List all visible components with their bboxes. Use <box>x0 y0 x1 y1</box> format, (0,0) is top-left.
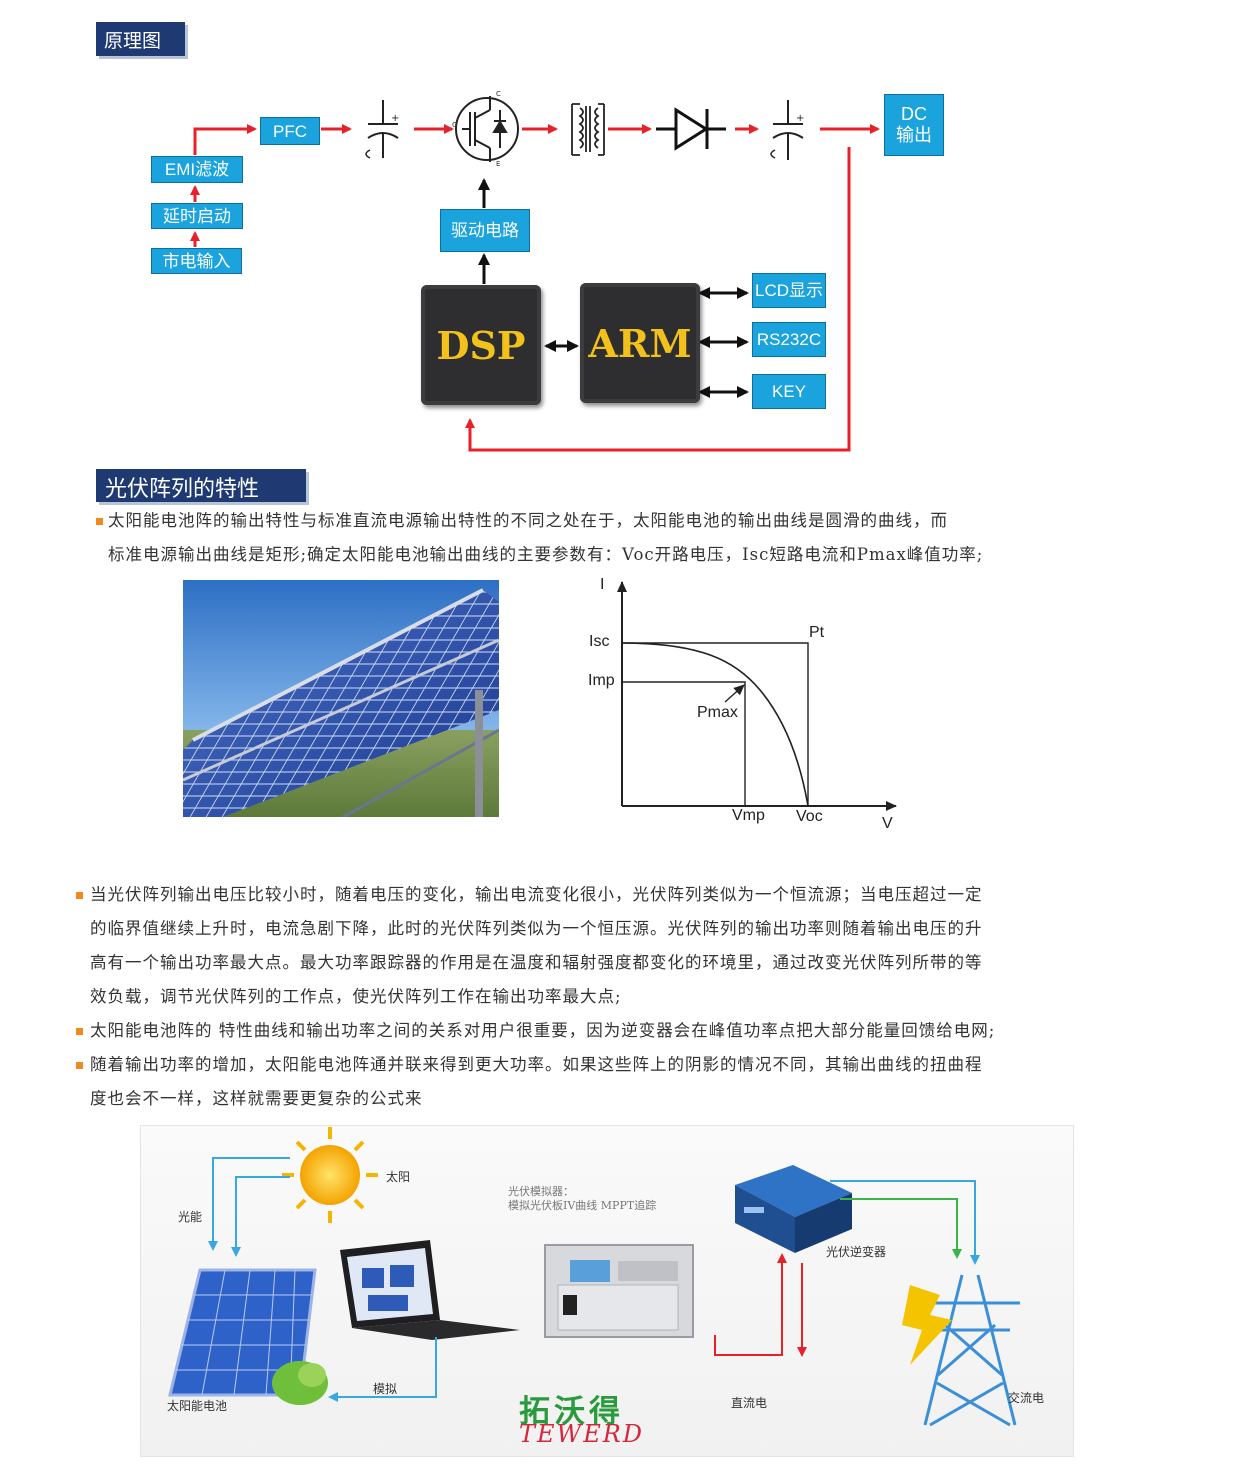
bullet-p2 <box>76 1028 83 1035</box>
arrow-emi-to-pfc <box>193 124 257 155</box>
ac-arrow-green <box>840 1198 962 1259</box>
lcd-display-label: LCD显示 <box>754 281 823 300</box>
iv-label-i: I <box>600 576 605 593</box>
label-inverter: 光伏逆变器 <box>826 1245 887 1259</box>
sun-icon <box>282 1127 378 1223</box>
body-p1-line-4: 效负载，调节光伏阵列的工作点，使光伏阵列工作在输出功率最大点; <box>90 987 622 1006</box>
driver-circuit-box: 驱动电路 <box>440 209 530 252</box>
iv-label-imp: Imp <box>588 672 615 689</box>
dc-output-label-2: 输出 <box>896 125 932 145</box>
section-title-principle: 原理图 <box>96 22 185 56</box>
simulate-arrow <box>328 1337 437 1402</box>
inverter-icon <box>735 1165 852 1253</box>
emi-filter-box: EMI滤波 <box>151 156 243 183</box>
igbt-icon <box>455 96 519 162</box>
bullet-p1 <box>76 892 83 899</box>
label-ac: 交流电 <box>1008 1391 1045 1405</box>
label-solar-cell: 太阳能电池 <box>167 1399 228 1413</box>
label-sun: 太阳 <box>386 1170 411 1184</box>
key-box: KEY <box>752 374 826 409</box>
section-title-text: 原理图 <box>104 30 162 52</box>
body-p1-line-1: 当光伏阵列输出电压比较小时，随着电压的变化，输出电流变化很小，光伏阵列类似为一个… <box>90 885 983 904</box>
label-simulator-1: 光伏模拟器： <box>508 1185 574 1198</box>
mains-input-box: 市电输入 <box>151 248 242 274</box>
power-tower-icon <box>920 1274 1020 1427</box>
dsp-label: DSP <box>436 322 526 368</box>
iv-curve <box>621 642 809 807</box>
arrow-feedback <box>465 147 851 452</box>
rs232c-label: RS232C <box>756 330 822 349</box>
igbt-label-c: C <box>496 90 501 98</box>
body-p2-line-1: 太阳能电池阵的 特性曲线和输出功率之间的关系对用户很重要，因为逆变器会在峰值功率… <box>90 1021 996 1040</box>
iv-label-pt: Pt <box>809 624 825 641</box>
driver-circuit-label: 驱动电路 <box>451 221 519 240</box>
lcd-display-box: LCD显示 <box>752 273 826 308</box>
svg-text:+: + <box>796 113 804 124</box>
pt-rectangle <box>622 642 809 806</box>
dsp-chip: DSP <box>421 285 541 405</box>
body-p3-line-2: 度也会不一样，这样就需要更复杂的公式来 <box>90 1089 423 1108</box>
igbt-label-e: E <box>496 160 501 168</box>
iv-label-isc: Isc <box>589 633 610 650</box>
iv-curve-chart <box>617 581 897 811</box>
arm-label: ARM <box>588 320 692 366</box>
pfc-label: PFC <box>273 121 307 141</box>
capacitor-icon-2: + <box>770 100 804 160</box>
solar-panel-photo <box>183 580 499 817</box>
dc-arrow-1 <box>714 1253 787 1356</box>
pmax-pointer <box>724 684 745 703</box>
light-arrow-2 <box>231 1176 290 1257</box>
delay-start-box: 延时启动 <box>151 203 243 229</box>
lightning-icon <box>902 1285 952 1365</box>
svg-text:+: + <box>391 113 399 124</box>
pfc-box: PFC <box>260 117 320 145</box>
solar-cell-icon <box>168 1268 328 1405</box>
section-title-text: 光伏阵列的特性 <box>105 477 260 502</box>
laptop-icon <box>340 1240 520 1340</box>
dc-output-label-1: DC <box>901 104 927 124</box>
rs232c-box: RS232C <box>752 322 826 357</box>
dc-output-box: DC 输出 <box>884 94 944 156</box>
iv-label-voc: Voc <box>796 808 823 825</box>
light-arrow-1 <box>208 1157 290 1251</box>
label-dc: 直流电 <box>731 1396 768 1410</box>
key-label: KEY <box>771 382 807 401</box>
label-simulator-2: 模拟光伏板IV曲线 MPPT追踪 <box>508 1199 657 1212</box>
system-illustration-graphics <box>168 1127 1020 1427</box>
intro-line-1: 太阳能电池阵的输出特性与标准直流电源输出特性的不同之处在于，太阳能电池的输出曲线… <box>108 511 948 530</box>
transformer-icon <box>571 103 605 156</box>
section-title-pv: 光伏阵列的特性 <box>96 469 306 502</box>
iv-label-vmp: Vmp <box>732 807 765 824</box>
iv-label-v: V <box>882 815 893 832</box>
body-p1-line-3: 高有一个输出功率最大点。最大功率跟踪器的作用是在温度和辐射强度都变化的环境里，通… <box>90 953 983 972</box>
arm-chip: ARM <box>580 283 700 403</box>
brand-logo-cn: 拓沃得 <box>519 1394 624 1430</box>
pv-simulator-icon <box>544 1244 694 1338</box>
ac-arrow-blue <box>830 1180 980 1265</box>
intro-line-2: 标准电源输出曲线是矩形;确定太阳能电池输出曲线的主要参数有：Voc开路电压，Is… <box>108 545 984 564</box>
mpp-rectangle <box>622 681 746 806</box>
diode-icon <box>656 107 726 151</box>
body-p3-line-1: 随着输出功率的增加，太阳能电池阵通并联来得到更大功率。如果这些阵上的阴影的情况不… <box>90 1055 983 1074</box>
label-light: 光能 <box>178 1210 203 1224</box>
body-p1-line-2: 的临界值继续上升时，电流急剧下降，此时的光伏阵列类似为一个恒压源。光伏阵列的输出… <box>90 919 983 938</box>
brand-logo-en: TEWERD <box>519 1420 645 1448</box>
emi-filter-label: EMI滤波 <box>164 160 230 179</box>
block-diagram-arrows: + + <box>190 96 880 452</box>
mains-input-label: 市电输入 <box>162 251 231 271</box>
iv-label-pmax: Pmax <box>697 704 738 721</box>
bullet-intro <box>96 518 103 525</box>
igbt-label-g: G <box>452 121 458 129</box>
label-simulate: 模拟 <box>373 1382 398 1396</box>
delay-start-label: 延时启动 <box>163 206 231 226</box>
capacitor-icon-1: + <box>365 100 399 159</box>
bullet-p3 <box>76 1062 83 1069</box>
